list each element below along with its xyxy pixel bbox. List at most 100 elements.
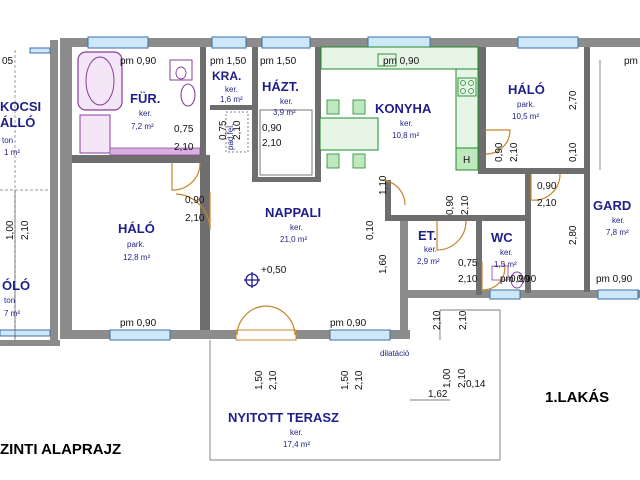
dim-210-t1: 2,10 xyxy=(268,370,279,390)
room-kocsi-line2: ÁLLÓ xyxy=(0,115,35,130)
room-wc-floor: ker. xyxy=(500,248,513,257)
pm-wc: pm 0,90 xyxy=(500,274,537,285)
room-kocsi-floor: ton xyxy=(2,136,13,145)
room-kra-floor: ker. xyxy=(225,85,238,94)
pm-hazt: pm 1,50 xyxy=(260,56,297,67)
dimension-labels: 0,75 2,10 0,75 2,10 0,90 2,10 0,90 2,10 … xyxy=(5,90,579,400)
room-nappali-area: 21,0 m² xyxy=(280,235,307,244)
dim-100b: 1,00 xyxy=(442,368,453,388)
windows xyxy=(87,36,639,341)
room-gard-area: 7,8 m² xyxy=(606,228,629,237)
room-kocsi-area: 1 m² xyxy=(4,148,20,157)
plan-title: ZINTI ALAPRAJZ xyxy=(0,441,121,458)
room-hazt-area: 3,9 m² xyxy=(273,108,296,117)
room-fur-area: 7,2 m² xyxy=(131,122,154,131)
dim-150b: 1,50 xyxy=(340,370,351,390)
dim-110: 1,10 xyxy=(378,175,389,195)
room-konyha-area: 10,8 m² xyxy=(392,131,419,140)
dilatacio-label: dilatáció xyxy=(380,349,410,358)
room-et-area: 2,9 m² xyxy=(417,257,440,266)
room-et-name: ET. xyxy=(418,228,437,243)
bathtub-icon xyxy=(77,51,123,111)
room-left-halo-name: ÓLÓ xyxy=(2,278,30,293)
room-kra-area: 1,6 m² xyxy=(220,95,243,104)
pm-halo-bottom: pm 0,90 xyxy=(120,318,157,329)
dim-075a: 0,75 xyxy=(174,124,194,135)
dim-210-halo: 2,10 xyxy=(185,213,205,224)
room-nappali-floor: ker. xyxy=(290,223,303,232)
wc-toilet-icon xyxy=(510,271,524,289)
dim-090-wc2: 0,90 xyxy=(510,274,530,285)
pm-nappali-bottom: pm 0,90 xyxy=(330,318,367,329)
misc-labels: pm 0,90 pm 1,50 pm 1,50 pm 0,90 pm 0,90 … xyxy=(0,56,638,458)
pm-fur: pm 0,90 xyxy=(120,56,157,67)
top-left-code: 05 xyxy=(2,56,14,67)
dim-090a: 0,90 xyxy=(262,123,282,134)
dim-210-t2: 2,10 xyxy=(354,370,365,390)
room-gard-floor: ker. xyxy=(612,216,625,225)
dining-table-icon xyxy=(319,117,379,151)
room-halo2-name: HÁLÓ xyxy=(118,221,155,236)
room-konyha-name: KONYHA xyxy=(375,101,432,116)
pm-partial: pm xyxy=(624,56,638,67)
dim-270: 2,70 xyxy=(568,90,579,110)
dim-100: 1,00 xyxy=(5,220,16,240)
kitchen-h-mark: H xyxy=(463,155,470,166)
dim-210-et: 2,10 xyxy=(460,195,471,215)
dim-010: 0,10 xyxy=(568,142,579,162)
pm-kra: pm 1,50 xyxy=(210,56,247,67)
dim-210-wc: 2,10 xyxy=(458,274,478,285)
dim-014: 0,14 xyxy=(466,379,486,390)
dim-090-halo: 0,90 xyxy=(185,195,205,206)
pad-fel-label: pad.fel. xyxy=(226,124,235,150)
room-halo2-floor: park. xyxy=(127,240,145,249)
dim-090-gard: 0,90 xyxy=(537,181,557,192)
room-gard-name: GARD xyxy=(593,198,631,213)
dim-075-wc: 0,75 xyxy=(458,258,478,269)
room-konyha-floor: ker. xyxy=(400,119,413,128)
dim-075b: 0,75 xyxy=(218,120,229,140)
dim-090-et: 0,90 xyxy=(445,195,456,215)
dim-280: 2,80 xyxy=(568,225,579,245)
dim-010b: 0,10 xyxy=(365,220,376,240)
fixtures xyxy=(14,46,601,461)
room-wc-name: WC xyxy=(491,230,513,245)
dim-210-r1: 2,10 xyxy=(509,142,520,162)
room-halo1-name: HÁLÓ xyxy=(508,82,545,97)
room-wc-area: 1,5 m² xyxy=(494,260,517,269)
dim-150a: 1,50 xyxy=(254,370,265,390)
dim-210-v2: 2,10 xyxy=(458,310,469,330)
room-left-halo-floor: ton xyxy=(4,296,15,305)
pm-konyha: pm 0,90 xyxy=(383,56,420,67)
dim-160: 1,60 xyxy=(378,254,389,274)
dim-162: 1,62 xyxy=(428,389,448,400)
dim-210-gard: 2,10 xyxy=(537,198,557,209)
room-hazt-name: HÁZT. xyxy=(262,79,299,94)
room-terasz-floor: ker. xyxy=(290,428,303,437)
toilet-icon xyxy=(169,59,193,81)
room-halo1-floor: park. xyxy=(517,100,535,109)
dim-210-v: 2,10 xyxy=(432,310,443,330)
room-kocsi-line1: KOCSI xyxy=(0,99,41,114)
sink-icon xyxy=(180,83,196,107)
level-label: +0,50 xyxy=(261,265,287,276)
room-et-floor: ker. xyxy=(424,245,437,254)
room-fur-name: FÜR. xyxy=(130,91,160,106)
room-nappali-name: NAPPALI xyxy=(265,205,321,220)
outer-walls xyxy=(60,38,640,339)
room-labels: FÜR. ker. 7,2 m² KRA. ker. 1,6 m² HÁZT. … xyxy=(0,69,631,449)
room-halo2-area: 12,8 m² xyxy=(123,253,150,262)
dim-210b: 2,10 xyxy=(232,120,243,140)
room-terasz-area: 17,4 m² xyxy=(283,440,310,449)
unit-label: 1.LAKÁS xyxy=(545,389,609,406)
dim-210a: 2,10 xyxy=(174,142,194,153)
interior-walls xyxy=(72,47,590,330)
dim-210-t3: 2,10 xyxy=(457,368,468,388)
room-halo1-area: 10,5 m² xyxy=(512,112,539,121)
dim-210c: 2,10 xyxy=(262,138,282,149)
room-kra-name: KRA. xyxy=(212,69,241,83)
dim-090-r1: 0,90 xyxy=(494,142,505,162)
room-hazt-floor: ker. xyxy=(280,97,293,106)
room-fur-floor: ker. xyxy=(139,109,152,118)
